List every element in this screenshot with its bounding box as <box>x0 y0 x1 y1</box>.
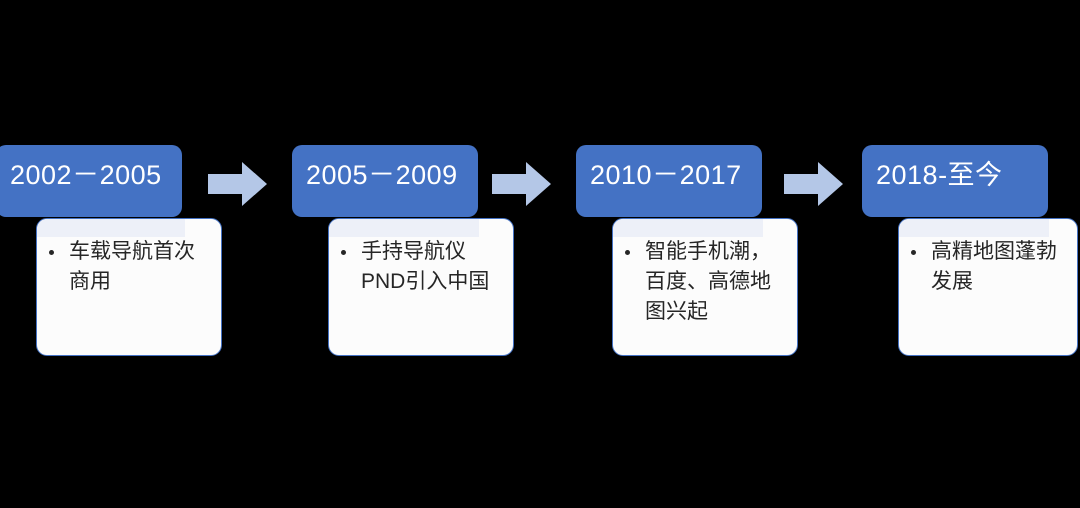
list-item: 智能手机潮，百度、高德地图兴起 <box>621 237 787 327</box>
bullet-icon <box>911 250 916 255</box>
stage-1-detail-card[interactable]: 车载导航首次商用 <box>36 218 222 356</box>
stage-3-overlap-tint <box>613 219 763 237</box>
stage-1-overlap-tint <box>37 219 185 237</box>
stage-2-period-label: 2005－2009 <box>306 160 458 190</box>
list-item: 车载导航首次商用 <box>45 237 211 297</box>
stage-2-detail-card[interactable]: 手持导航仪PND引入中国 <box>328 218 514 356</box>
stage-4-period-label: 2018-至今 <box>876 160 1003 190</box>
bullet-icon <box>341 250 346 255</box>
stage-4-overlap-tint <box>899 219 1049 237</box>
stage-4-period-card[interactable]: 2018-至今 <box>862 145 1048 217</box>
stage-2-overlap-tint <box>329 219 479 237</box>
stage-3-detail-card[interactable]: 智能手机潮，百度、高德地图兴起 <box>612 218 798 356</box>
arrow-stage-2-to-3 <box>492 162 551 206</box>
stage-4-detail-card[interactable]: 高精地图蓬勃发展 <box>898 218 1078 356</box>
bullet-icon <box>49 250 54 255</box>
stage-2-period-card[interactable]: 2005－2009 <box>292 145 478 217</box>
stage-3-bullet-list: 智能手机潮，百度、高德地图兴起 <box>621 237 787 327</box>
stage-3-bullet-text: 智能手机潮，百度、高德地图兴起 <box>645 240 771 323</box>
list-item: 高精地图蓬勃发展 <box>907 237 1067 297</box>
stage-3-period-label: 2010－2017 <box>590 160 742 190</box>
arrow-stage-1-to-2 <box>208 162 267 206</box>
list-item: 手持导航仪PND引入中国 <box>337 237 503 297</box>
stage-1-period-label: 2002－2005 <box>10 160 162 190</box>
arrow-stage-3-to-4 <box>784 162 843 206</box>
stage-3-period-card[interactable]: 2010－2017 <box>576 145 762 217</box>
stage-2-bullet-text: 手持导航仪PND引入中国 <box>361 240 490 293</box>
bullet-icon <box>625 250 630 255</box>
stage-2-bullet-list: 手持导航仪PND引入中国 <box>337 237 503 297</box>
stage-4-bullet-text: 高精地图蓬勃发展 <box>931 240 1057 293</box>
stage-1-bullet-text: 车载导航首次商用 <box>69 240 195 293</box>
stage-4-bullet-list: 高精地图蓬勃发展 <box>907 237 1067 297</box>
stage-1-period-card[interactable]: 2002－2005 <box>0 145 182 217</box>
stage-1-bullet-list: 车载导航首次商用 <box>45 237 211 297</box>
